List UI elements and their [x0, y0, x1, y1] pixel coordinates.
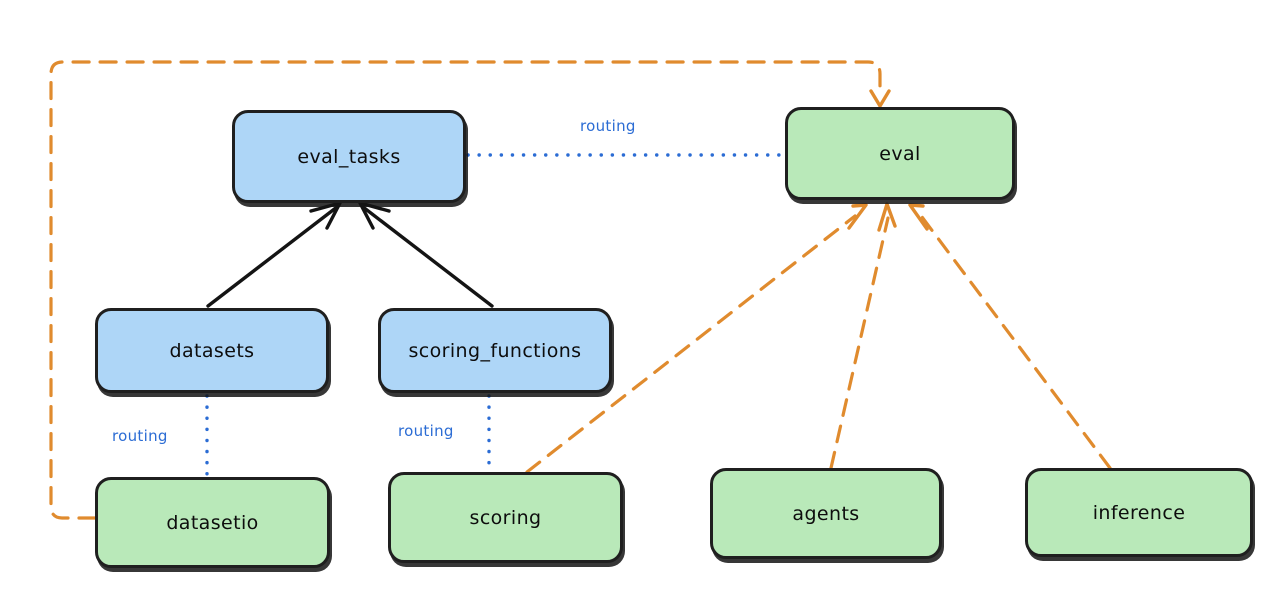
edge-datasetio-to-eval-arrowhead: [869, 89, 891, 108]
node-label-eval-tasks: eval_tasks: [297, 145, 401, 168]
node-label-scoring: scoring: [469, 506, 542, 529]
node-inference[interactable]: inference: [1025, 468, 1253, 557]
edge-label-routing-scoring-functions-scoring: routing: [398, 422, 454, 440]
node-label-scoring-functions: scoring_functions: [408, 339, 582, 362]
node-agents[interactable]: agents: [710, 468, 942, 559]
node-label-eval: eval: [879, 142, 921, 165]
edge-datasets-to-eval_tasks-arrowhead: [309, 201, 342, 230]
node-scoring[interactable]: scoring: [388, 472, 623, 563]
node-eval-tasks[interactable]: eval_tasks: [232, 110, 466, 203]
edge-scoring_functions-to-eval_tasks: [361, 205, 494, 308]
edge-agents-to-eval-arrowhead: [877, 202, 897, 232]
node-eval[interactable]: eval: [785, 107, 1015, 200]
edge-datasets-to-eval_tasks: [206, 205, 339, 308]
node-label-agents: agents: [792, 502, 860, 525]
edge-label-routing-eval-tasks-eval: routing: [580, 117, 636, 135]
node-label-inference: inference: [1092, 501, 1186, 524]
edge-scoring_functions-to-eval_tasks-arrowhead: [358, 201, 391, 230]
node-label-datasets: datasets: [169, 339, 255, 362]
node-datasets[interactable]: datasets: [95, 308, 329, 393]
edge-agents-to-eval: [829, 216, 890, 470]
edge-inference-to-eval-arrowhead: [908, 203, 929, 231]
edge-inference-to-eval: [920, 215, 1112, 470]
node-scoring-functions[interactable]: scoring_functions: [378, 308, 612, 393]
edge-label-routing-datasets-datasetio: routing: [112, 427, 168, 445]
edge-scoring-to-eval-arrowhead: [847, 203, 868, 230]
edge-datasetio-to-eval: [49, 60, 882, 520]
edge-scoring-to-eval: [525, 214, 857, 474]
node-datasetio[interactable]: datasetio: [95, 477, 330, 568]
node-label-datasetio: datasetio: [166, 511, 259, 534]
